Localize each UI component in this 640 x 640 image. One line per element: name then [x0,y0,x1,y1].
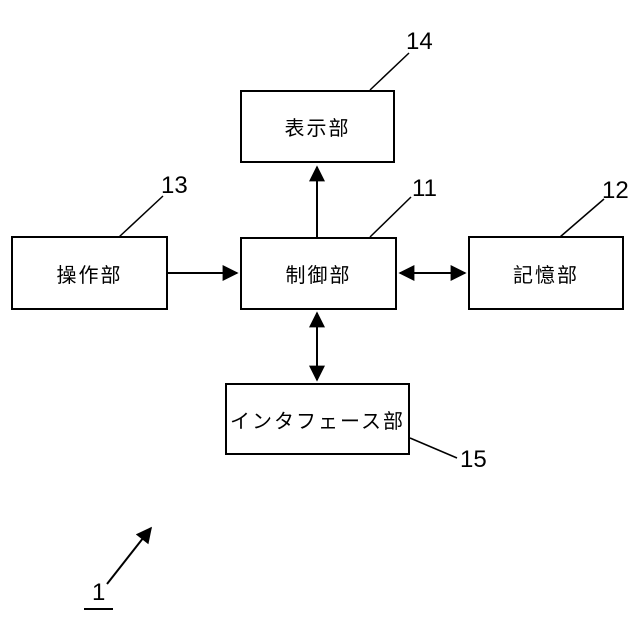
block-control-unit: 制御部 [240,237,397,310]
block-display-label: 表示部 [284,118,351,140]
block-display-unit: 表示部 [240,90,395,163]
leader-line-12 [559,198,605,238]
block-storage-label: 記憶部 [513,264,579,287]
leader-line-15 [409,437,458,459]
leader-line-13 [118,195,164,238]
leader-line-11 [369,196,412,238]
system-ref-arrow [106,526,152,585]
block-operation-unit: 操作部 [11,236,168,310]
ref-numeral-interface: 15 [460,446,487,473]
block-interface-unit: インタフェース部 [225,383,410,455]
block-control-label: 制御部 [285,265,352,287]
block-operation-label: 操作部 [56,264,123,287]
ref-numeral-display: 14 [406,28,433,55]
ref-numeral-control: 11 [412,175,437,202]
ref-numeral-system: 1 [84,579,114,610]
ref-numeral-storage: 12 [602,177,629,204]
block-interface-label: インタフェース部 [230,410,405,433]
block-storage-unit: 記憶部 [468,236,624,310]
ref-numeral-operation: 13 [161,172,188,199]
leader-line-14 [369,52,410,91]
